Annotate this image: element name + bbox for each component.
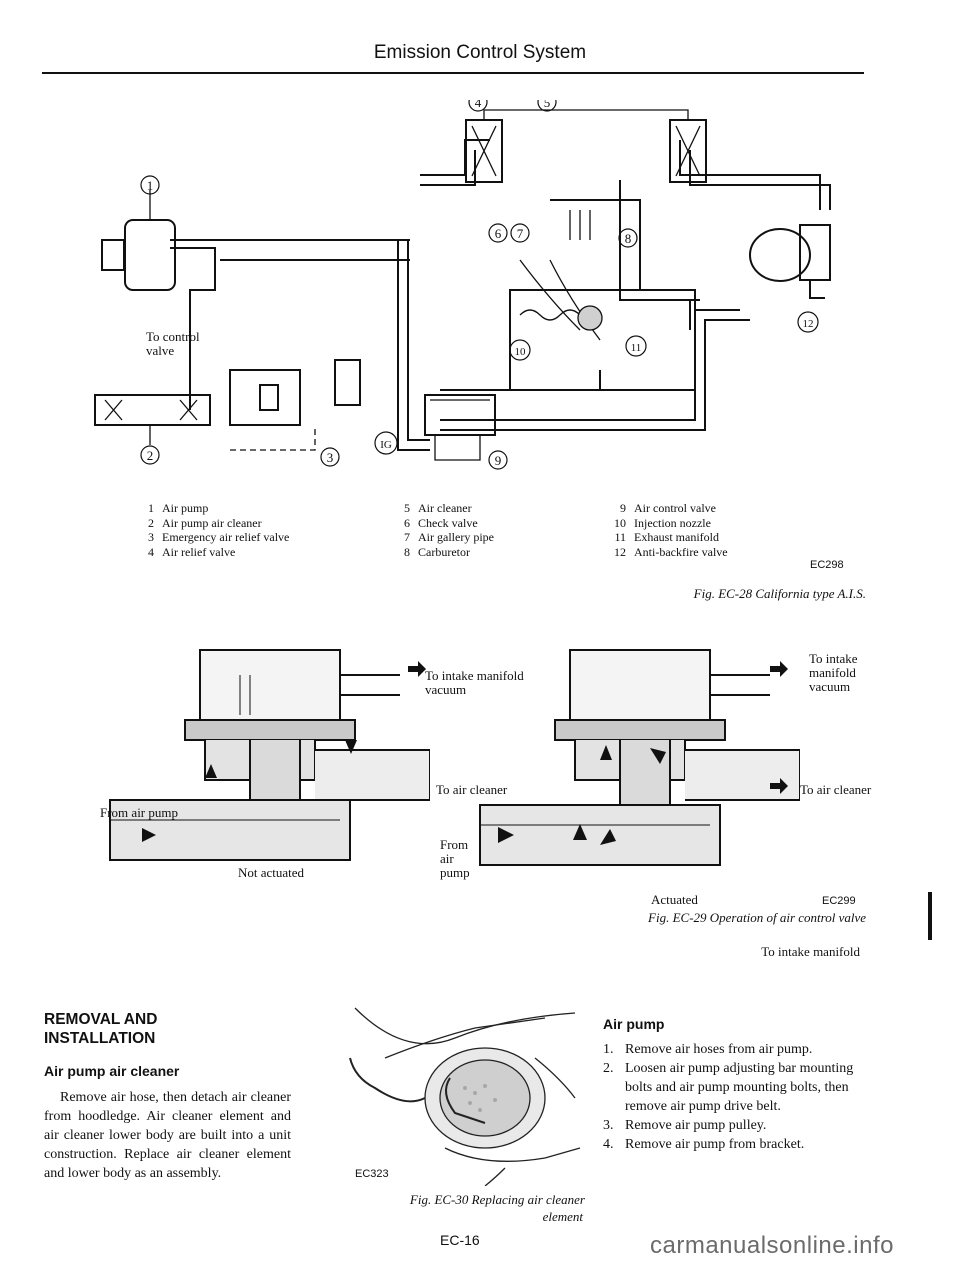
right-intake-arrow-icon bbox=[770, 661, 788, 677]
section-heading-removal: REMOVAL AND INSTALLATION bbox=[44, 1011, 158, 1047]
header-rule bbox=[42, 72, 864, 74]
subheading-air-pump-air-cleaner: Air pump air cleaner bbox=[44, 1063, 180, 1079]
subheading-air-pump: Air pump bbox=[603, 1016, 665, 1032]
air-pump-steps: 1.Remove air hoses from air pump. 2.Loos… bbox=[603, 1040, 865, 1154]
margin-mark bbox=[928, 892, 932, 940]
left-intake-arrow-icon bbox=[408, 661, 426, 677]
callout-6: 6 bbox=[495, 226, 502, 241]
callout-2: 2 bbox=[147, 448, 154, 463]
fig-ec30-caption-line2: element bbox=[542, 1209, 583, 1224]
fig-ec30-caption-line1: Fig. EC-30 Replacing air cleaner bbox=[409, 1192, 585, 1207]
callout-ig: IG bbox=[380, 439, 392, 451]
right-state-label: Actuated bbox=[651, 892, 698, 907]
fig-ec28-caption: Fig. EC-28 California type A.I.S. bbox=[693, 586, 866, 601]
fig-ec29-actuated bbox=[479, 649, 800, 866]
list-item: 4.Remove air pump from bracket. bbox=[603, 1137, 805, 1152]
left-from-pump-label: From air pump bbox=[100, 805, 178, 820]
right-cleaner-arrow-icon bbox=[770, 778, 788, 794]
list-item: 3.Remove air pump pulley. bbox=[603, 1118, 767, 1133]
right-to-intake-label: To intake manifold vacuum bbox=[809, 651, 858, 694]
callout-11: 11 bbox=[631, 342, 642, 354]
callout-9: 9 bbox=[495, 453, 502, 468]
callout-3: 3 bbox=[327, 450, 334, 465]
watermark: carmanualsonline.info bbox=[650, 1232, 894, 1259]
fig-ec28-code: EC298 bbox=[810, 559, 844, 571]
paragraph-air-cleaner: Remove air hose, then detach air cleaner… bbox=[44, 1090, 291, 1181]
fig-ec30-code: EC323 bbox=[355, 1168, 389, 1180]
fig-ec29-extra-label: To intake manifold bbox=[761, 944, 860, 959]
to-control-valve-label: To control valve bbox=[146, 329, 200, 358]
fig-ec28-schematic: 1 2 3 4 5 6 7 8 9 10 11 12 IG bbox=[94, 100, 831, 470]
callout-10: 10 bbox=[515, 346, 527, 358]
fig-ec29-caption: Fig. EC-29 Operation of air control valv… bbox=[648, 910, 866, 925]
callout-4: 4 bbox=[475, 100, 482, 110]
callout-5: 5 bbox=[544, 100, 551, 110]
callout-1: 1 bbox=[147, 178, 154, 193]
left-state-label: Not actuated bbox=[238, 865, 305, 880]
page-number: EC-16 bbox=[440, 1232, 480, 1248]
fig-ec29-not-actuated bbox=[109, 649, 430, 861]
list-item: 2.Loosen air pump adjusting bar mounting… bbox=[603, 1061, 854, 1114]
right-from-pump-label: From air pump bbox=[440, 837, 470, 880]
fig-ec30-photo bbox=[345, 998, 585, 1186]
right-to-cleaner-label: To air cleaner bbox=[800, 782, 872, 797]
page-header-title: Emission Control System bbox=[373, 42, 587, 63]
callout-7: 7 bbox=[517, 226, 524, 241]
callout-12: 12 bbox=[803, 318, 814, 330]
left-to-cleaner-label: To air cleaner bbox=[436, 782, 508, 797]
fig-ec29-code: EC299 bbox=[822, 895, 856, 907]
left-to-intake-label: To intake manifold vacuum bbox=[425, 668, 524, 697]
callout-8: 8 bbox=[625, 231, 632, 246]
list-item: 1.Remove air hoses from air pump. bbox=[603, 1042, 813, 1057]
